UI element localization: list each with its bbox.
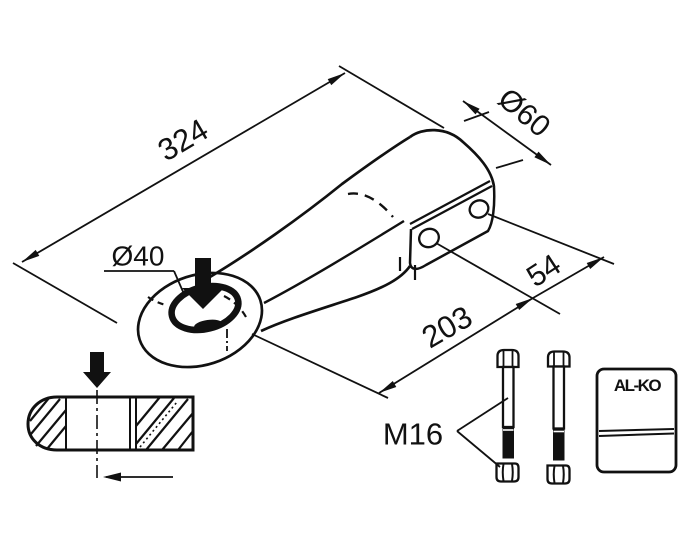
leader-line-lower: [456, 430, 501, 468]
arrowhead: [586, 257, 604, 269]
hatching-right: [135, 396, 194, 451]
dim-label-d60: Ø60: [492, 82, 557, 144]
ext-stub-upper: [463, 111, 490, 122]
arrowhead: [463, 101, 480, 115]
package-box: AL-KO: [595, 367, 678, 474]
dim-label-324: 324: [152, 112, 214, 168]
eye-hidden-arc-right: [223, 295, 247, 318]
alko-logo: AL-KO: [614, 376, 662, 395]
eye-bore-bottom-wall: [194, 319, 222, 331]
towing-eye-main-view: [136, 128, 496, 369]
dim-label-54: 54: [521, 248, 567, 294]
ext-stub-lower: [495, 159, 524, 169]
body-top-edge: [209, 135, 411, 279]
hatching-left: [29, 397, 67, 450]
package-outline: [595, 367, 678, 474]
section-outline: [26, 395, 195, 452]
bolt-shank: [501, 365, 515, 429]
arrowhead: [379, 381, 397, 393]
eye-section-view: [26, 352, 195, 482]
eye-hidden-arc-left: [147, 296, 167, 307]
tube-dome-edge: [409, 128, 496, 188]
mounting-hole-lower: [418, 227, 440, 249]
body-bottom-edge: [260, 265, 412, 333]
bolt-shank: [552, 365, 566, 430]
dimension-hole-spacing: 54: [487, 213, 615, 299]
dim-line-324: [21, 72, 346, 263]
mounting-hole-upper: [468, 199, 490, 219]
dim-label-203: 203: [416, 299, 478, 355]
eye-ring-outer: [136, 271, 264, 369]
ext-line-hole-lower: [435, 242, 561, 315]
dim-line-d60: [462, 100, 552, 166]
ext-line-tube-rear: [338, 65, 445, 129]
arrowhead: [327, 73, 345, 86]
package-divider-line-1: [598, 428, 675, 432]
leader-line-upper: [456, 397, 509, 432]
bolt-thread: [553, 428, 565, 461]
ext-line-eye-front: [12, 262, 118, 324]
insert-direction-arrow: [182, 258, 224, 309]
neck-crease-line: [263, 219, 405, 305]
nut-facet: [552, 465, 565, 484]
plate-chamfer-line-inner: [411, 185, 493, 230]
hex-nut: [546, 464, 571, 485]
bolt-head: [546, 350, 571, 368]
bolt-size-callout: M16: [383, 397, 509, 468]
bolt-head-facet: [502, 351, 514, 367]
bolt-left: [495, 348, 520, 483]
body-fill: [205, 130, 495, 331]
arrowhead: [515, 298, 533, 310]
tube-hidden-arc: [347, 192, 394, 218]
dim-label-d40: Ø40: [112, 241, 165, 272]
ext-line-hole-upper: [487, 213, 615, 265]
mounting-plate-edge: [408, 186, 496, 271]
arrowhead: [534, 151, 551, 165]
plate-chamfer-line-outer: [409, 180, 491, 225]
package-divider-line-2: [598, 432, 675, 437]
bolt-size-label: M16: [383, 417, 443, 452]
dimension-eye-diameter: Ø40: [104, 241, 185, 295]
bolt-head: [496, 348, 520, 369]
insert-direction-arrow: [83, 352, 111, 388]
arrowhead: [22, 249, 40, 262]
leader-line: [173, 270, 185, 295]
bolt-right: [546, 350, 571, 485]
offset-arrowhead: [103, 472, 121, 482]
bolt-thread: [502, 427, 514, 459]
bolt-head-facet: [553, 352, 565, 367]
ext-line-eye-center: [251, 333, 389, 399]
nut-facet: [501, 463, 514, 482]
dim-line-203: [378, 297, 534, 394]
